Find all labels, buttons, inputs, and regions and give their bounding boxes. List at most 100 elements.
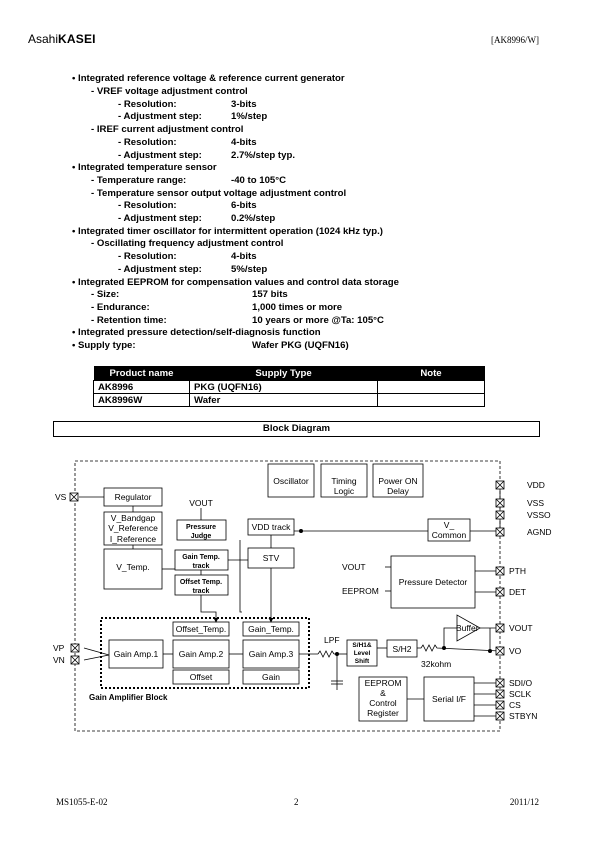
table-cell: [377, 393, 485, 407]
gain-temp-label: Gain_Temp.: [248, 624, 294, 634]
document-id: [AK8996/W]: [491, 35, 539, 45]
spec-value: 5%/step: [231, 264, 268, 275]
spec-value: 4-bits: [231, 251, 257, 262]
spec-value: 0.2%/step: [231, 213, 276, 224]
spec-line: • Integrated temperature sensor: [72, 162, 217, 173]
offset-temp-label: Offset_Temp.: [176, 624, 226, 634]
gain-label: Gain: [262, 672, 280, 682]
pressure-judge-label-2: Judge: [191, 533, 212, 540]
timing-label-1: Timing: [331, 476, 356, 486]
eeprom-label-4: Register: [367, 708, 399, 718]
power-on-label-2: Delay: [387, 486, 409, 496]
pin-label-stbyn: STBYN: [509, 711, 537, 721]
spec-line: - Retention time:: [91, 315, 167, 326]
pin-label-sdio: SDI/O: [509, 678, 533, 688]
pin-vs: [69, 492, 79, 502]
table-cell: AK8996W: [93, 393, 190, 407]
spec-line: - Adjustment step:: [118, 213, 202, 224]
pressure-judge-box: [176, 519, 227, 541]
gain-temp-track-label-2: track: [193, 563, 210, 570]
pin-label-sclk: SCLK: [509, 689, 532, 699]
sh1-box: [346, 639, 378, 667]
vdd-track-label: VDD track: [252, 522, 291, 532]
pin-det: [495, 587, 505, 597]
resistor-label: 32kohm: [421, 659, 451, 669]
offset-temp-track-box: [174, 574, 229, 596]
sh1-label-3: Shift: [355, 658, 370, 665]
spec-value: 2.7%/step typ.: [231, 150, 295, 161]
spec-line: - Temperature sensor output voltage adju…: [91, 188, 347, 199]
spec-value: 3-bits: [231, 99, 257, 110]
vcommon-label-1: V_: [444, 520, 455, 530]
offset-label: Offset: [190, 672, 213, 682]
spec-line: - Temperature range:: [91, 175, 187, 186]
gain-amp3-label: Gain Amp.3: [249, 649, 294, 659]
eeprom-label-2: &: [380, 688, 386, 698]
pin-label-vo: VO: [509, 646, 522, 656]
spec-line: - Adjustment step:: [118, 264, 202, 275]
oscillator-box: [267, 463, 315, 498]
vout-label-top: VOUT: [189, 498, 213, 508]
spec-line: • Integrated EEPROM for compensation val…: [72, 277, 399, 288]
vreference-label: V_Reference: [108, 523, 158, 533]
table-header: Note: [377, 366, 485, 381]
spec-value: 157 bits: [252, 289, 288, 300]
spec-line: - Endurance:: [91, 302, 150, 313]
offset-temp-box: [172, 621, 230, 637]
ireference-label: I_Reference: [110, 534, 157, 544]
spec-line: • Integrated timer oscillator for interm…: [72, 226, 383, 237]
pin-vsso: [495, 510, 505, 520]
table-row: AK8996W Wafer: [93, 393, 485, 407]
pin-label-vdd: VDD: [527, 480, 545, 490]
table-header: Product name: [93, 366, 190, 381]
pin-label-vout: VOUT: [509, 623, 533, 633]
footer-date: 2011/12: [509, 797, 539, 807]
gain-amp1-label: Gain Amp.1: [114, 649, 159, 659]
pressure-detector-label: Pressure Detector: [399, 577, 468, 587]
eeprom-label-3: Control: [369, 698, 397, 708]
spec-line: - VREF voltage adjustment control: [91, 86, 248, 97]
offset-box: [172, 669, 230, 685]
pin-vdd: [495, 480, 505, 490]
pin-markers: [69, 480, 505, 721]
company-logo: AsahiKASEI: [28, 32, 96, 46]
offset-temp-track-label-1: Offset Temp.: [180, 579, 222, 586]
eeprom-pd-label: EEPROM: [342, 586, 379, 596]
gain-amplifier-block-label: Gain Amplifier Block: [89, 693, 168, 702]
pin-stbyn: [495, 711, 505, 721]
pin-cs: [495, 700, 505, 710]
pin-label-agnd: AGND: [527, 527, 552, 537]
pin-sdio: [495, 678, 505, 688]
stv-label: STV: [263, 553, 280, 563]
timing-logic-box: [320, 463, 368, 498]
gain-temp-track-label-1: Gain Temp.: [182, 554, 220, 561]
oscillator-label: Oscillator: [273, 476, 309, 486]
lpf-label: LPF: [324, 635, 340, 645]
spec-value: 1%/step: [231, 111, 268, 122]
sh2-label: S/H2: [393, 644, 412, 654]
pin-agnd: [495, 527, 505, 537]
spec-line: - IREF current adjustment control: [91, 124, 244, 135]
spec-value: 1,000 times or more: [252, 302, 343, 313]
spec-line: • Integrated reference voltage & referen…: [72, 73, 345, 84]
spec-line: - Size:: [91, 289, 120, 300]
block-diagram-heading: Block Diagram: [53, 421, 540, 437]
spec-value: 4-bits: [231, 137, 257, 148]
sh1-label-2: Level: [354, 650, 371, 657]
gain-amp2-label: Gain Amp.2: [179, 649, 224, 659]
spec-line: - Oscillating frequency adjustment contr…: [91, 238, 284, 249]
pin-label-vn: VN: [53, 655, 65, 665]
sh1-label-1: S/H1&: [352, 642, 371, 649]
serial-if-label: Serial I/F: [432, 694, 466, 704]
spec-value: 10 years or more @Ta: 105°C: [252, 315, 384, 326]
spec-line: • Integrated pressure detection/self-dia…: [72, 327, 321, 338]
gain-box: [242, 669, 300, 685]
spec-line: • Supply type:: [72, 340, 136, 351]
spec-value: Wafer PKG (UQFN16): [252, 340, 349, 351]
vcommon-label-2: Common: [432, 530, 467, 540]
pin-label-pth: PTH: [509, 566, 526, 576]
footer-doc-number: MS1055-E-02: [56, 797, 108, 807]
pin-label-vsso: VSSO: [527, 510, 551, 520]
spec-line: - Resolution:: [118, 99, 177, 110]
